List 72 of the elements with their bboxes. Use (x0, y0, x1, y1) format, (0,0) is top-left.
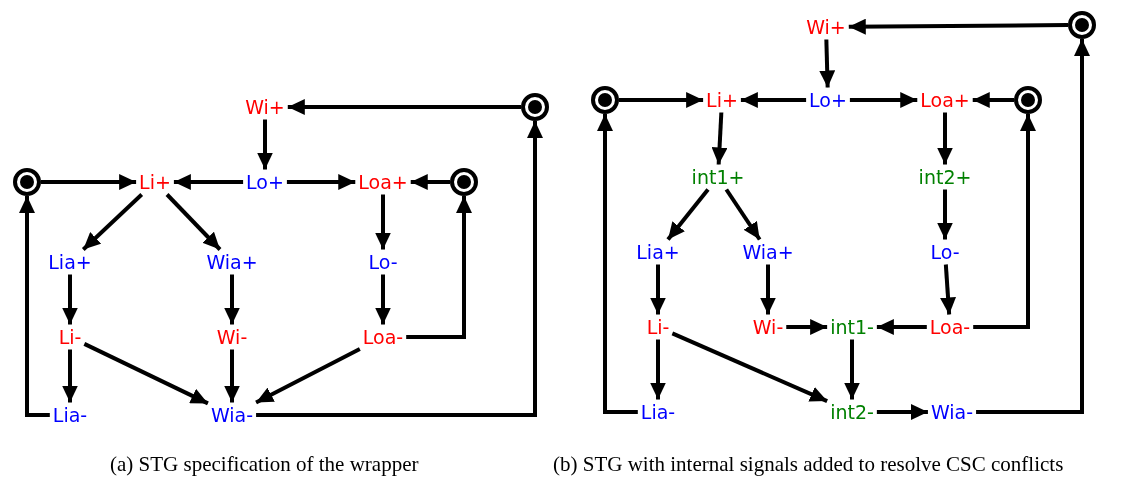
signal-transition: Lia+ (635, 241, 681, 263)
signal-transition: Lia+ (47, 251, 93, 273)
arrow (62, 274, 78, 325)
arrow (724, 188, 762, 241)
signal-transition: Wia+ (741, 241, 795, 263)
signal-transition: int1+ (690, 166, 746, 188)
arrow (41, 174, 137, 190)
arrow (711, 112, 728, 165)
arrow (286, 174, 356, 190)
arrow (287, 99, 521, 115)
signal-transition: int1- (829, 316, 875, 338)
arrow (224, 274, 240, 325)
signal-transition: Wi+ (805, 16, 847, 38)
signal-transition: Lia- (51, 404, 89, 426)
arrow (876, 319, 927, 335)
arrow (876, 404, 928, 420)
figure-caption: (a) STG specification of the wrapper (110, 452, 420, 477)
arrow (973, 114, 1036, 329)
arrow (760, 264, 776, 315)
signal-transition: Loa+ (357, 171, 409, 193)
signal-transition: Wi+ (244, 96, 286, 118)
arrow (81, 193, 144, 251)
arrow (224, 349, 240, 403)
arrow (819, 39, 836, 88)
signal-transition: int2- (829, 401, 875, 423)
arrow (19, 196, 50, 417)
figure-caption: (b) STG with internal signals added to resolve CSC conflicts (553, 452, 1065, 477)
signal-transition: Lo+ (245, 171, 285, 193)
signal-transition: Li- (645, 316, 671, 338)
arrow (257, 119, 273, 170)
arrow (976, 39, 1090, 414)
arrow (62, 349, 78, 403)
arrow (937, 189, 953, 240)
signal-transition: Wi- (215, 326, 249, 348)
signal-transition: Loa- (928, 316, 972, 338)
arrow (173, 174, 244, 190)
arrow (650, 339, 666, 400)
arrow (410, 174, 450, 190)
signal-transition: Wi- (751, 316, 785, 338)
signal-transition: Lo- (367, 251, 399, 273)
signal-transition: Li+ (138, 171, 172, 193)
arrow (786, 319, 828, 335)
signal-transition: Wia- (929, 401, 975, 423)
signal-transition: int2+ (917, 166, 973, 188)
arrow (83, 342, 209, 406)
arrow (844, 339, 860, 400)
arrow (619, 92, 704, 108)
signal-transition: Loa- (361, 326, 405, 348)
arrow (255, 347, 361, 405)
arrow (740, 92, 807, 108)
arrow (848, 18, 1068, 35)
arrow (972, 92, 1014, 108)
signal-transition: Lo+ (808, 89, 848, 111)
arrow (940, 264, 956, 315)
signal-transition: Lo- (929, 241, 961, 263)
arrow (597, 114, 638, 414)
arrow (666, 188, 710, 241)
arrow (256, 121, 543, 417)
signal-transition: Li+ (705, 89, 739, 111)
arrow (671, 331, 828, 403)
arrow (165, 193, 222, 251)
signal-transition: Li- (57, 326, 83, 348)
arrow (937, 112, 953, 165)
arrow (849, 92, 918, 108)
signal-transition: Lia- (639, 401, 677, 423)
arrow (406, 196, 472, 339)
signal-transition: Wia+ (205, 251, 259, 273)
signal-transition: Loa+ (919, 89, 971, 111)
signal-transition: Wia- (209, 404, 255, 426)
arrow (375, 194, 391, 250)
arrow (650, 264, 666, 315)
arrow (375, 274, 391, 325)
